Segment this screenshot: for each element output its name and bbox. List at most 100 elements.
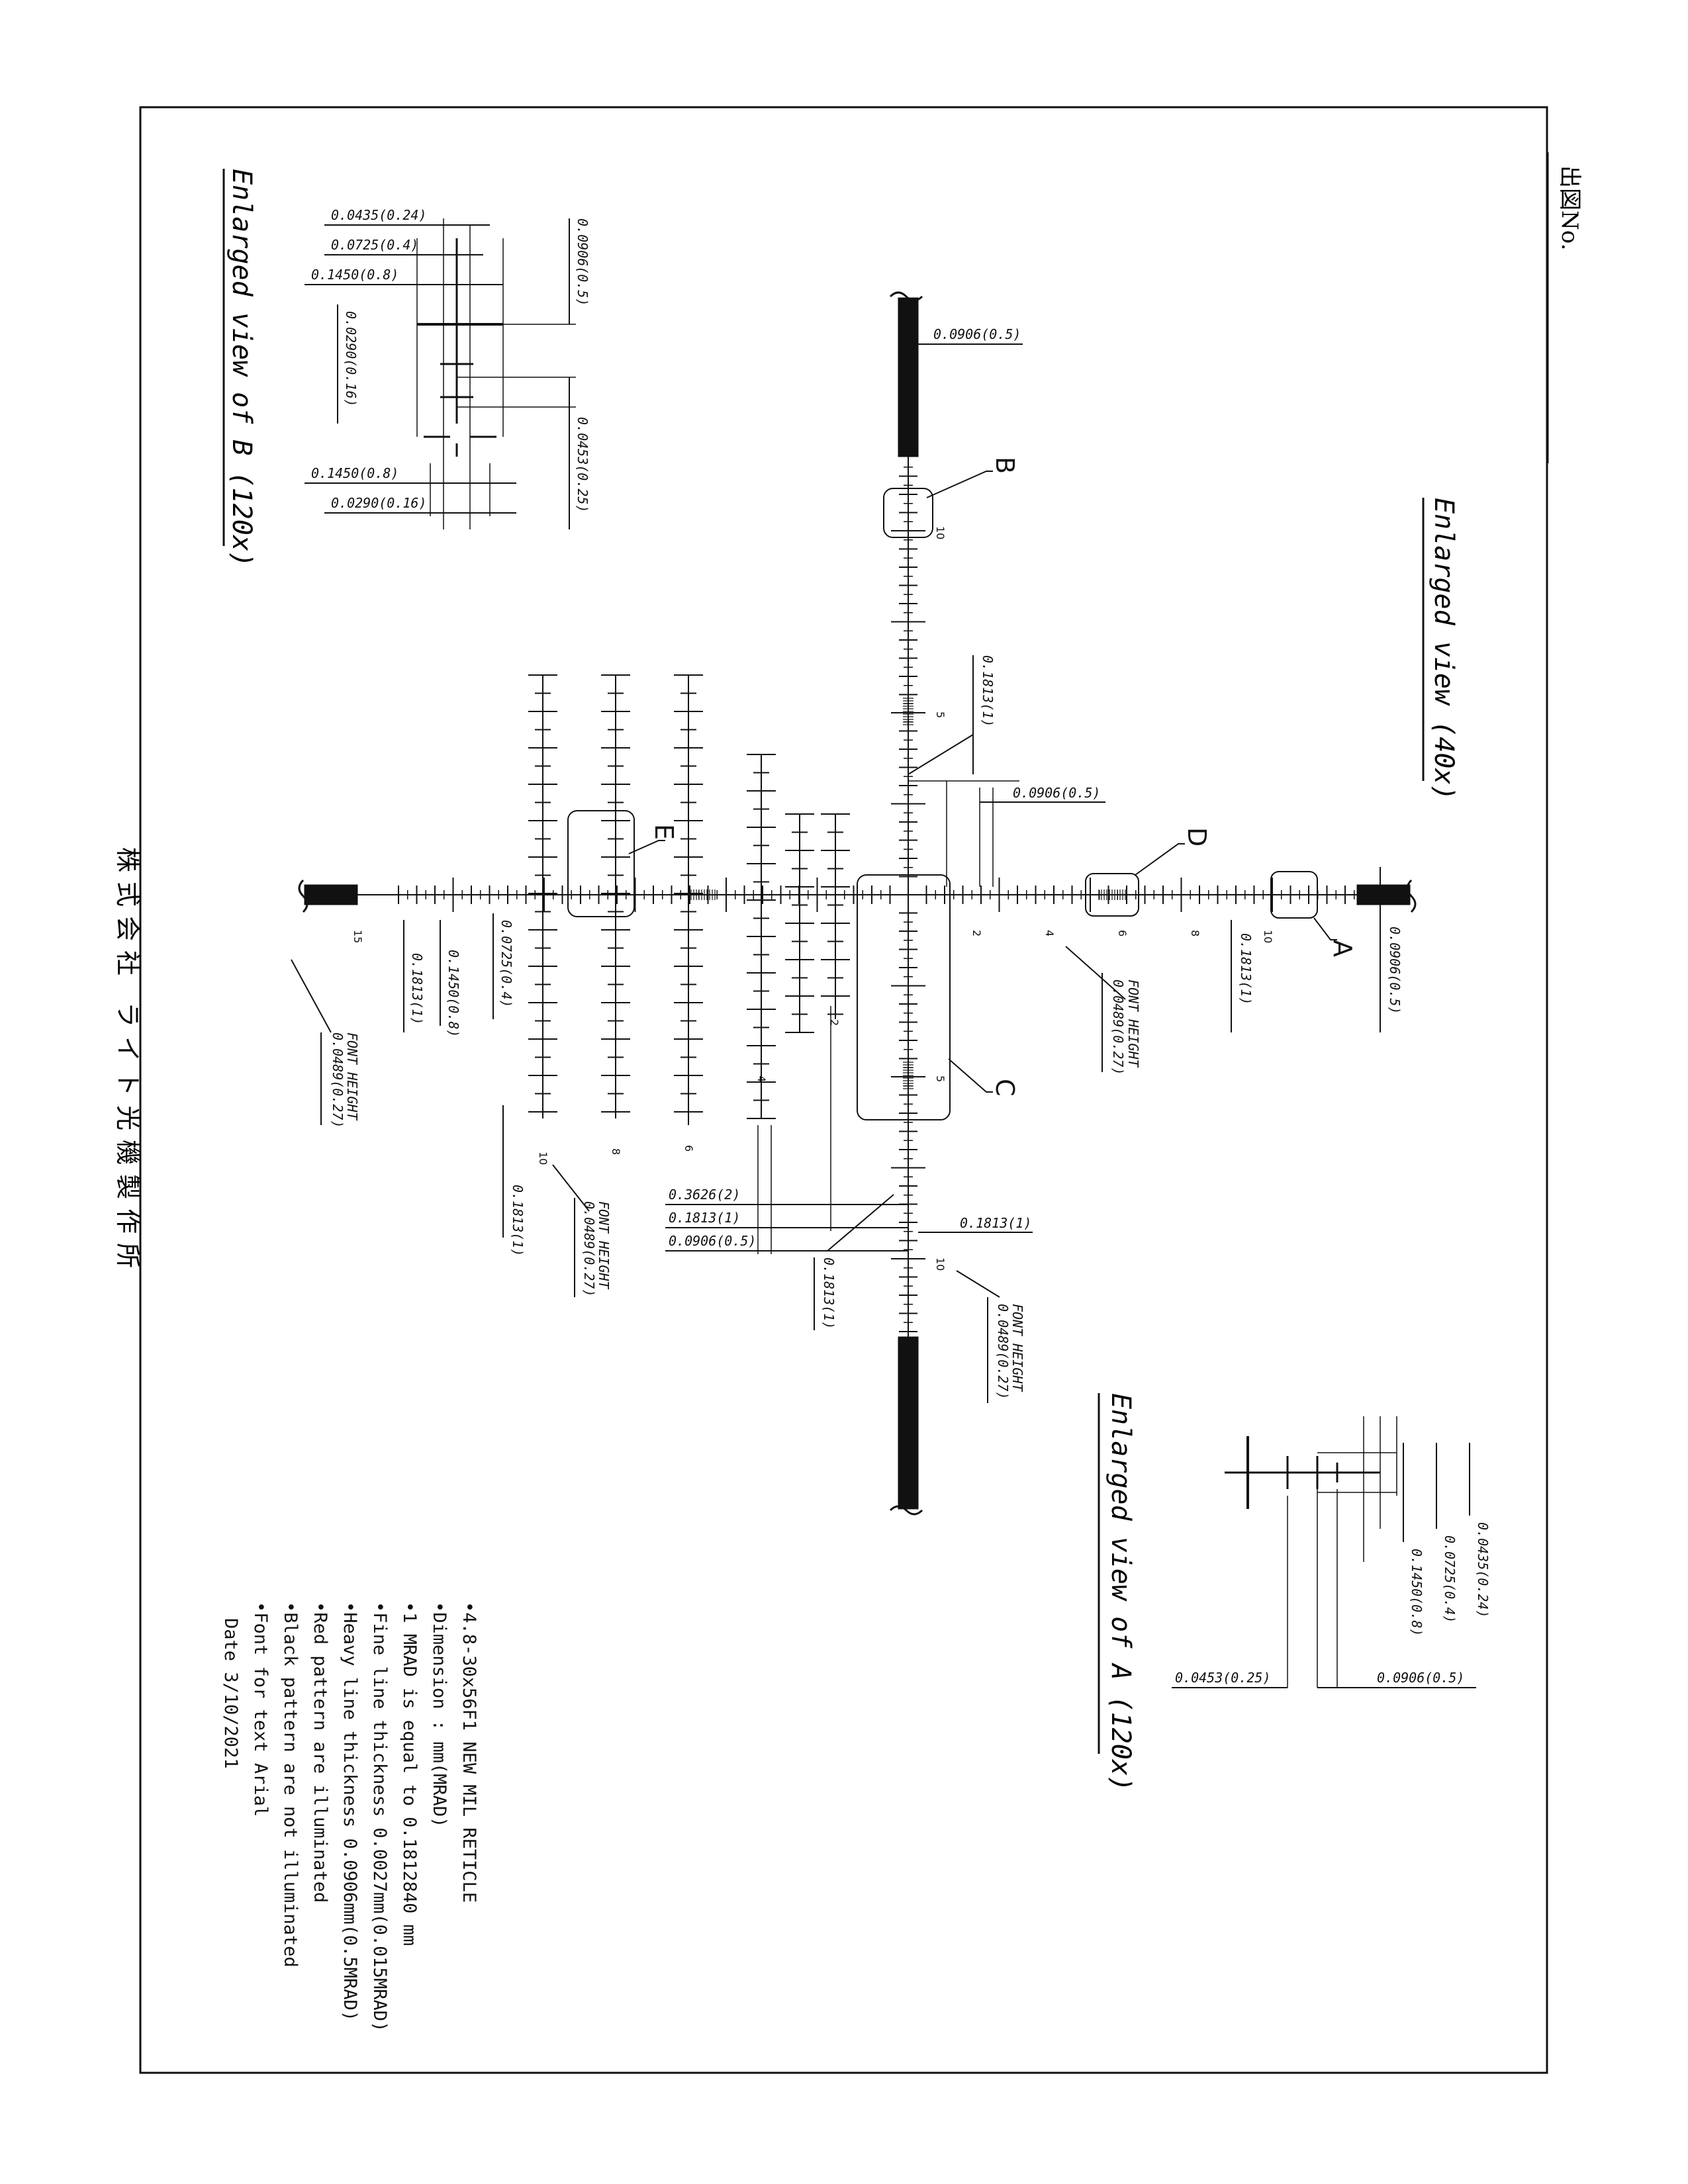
reticle-numbers: 10 5 5 10 2 4 6 8 10 15 2 4 6 8 10 <box>352 526 1274 1271</box>
dim-leader-1813-lower-v <box>827 1194 894 1251</box>
notes-block: •4.8-30x56F1 NEW MIL RETICLE •Dimension … <box>220 1602 479 2032</box>
heavy-post-left <box>304 884 358 905</box>
callout-box-b <box>883 488 933 538</box>
drawing-no-label: 出図No. <box>1556 165 1583 250</box>
num-lower-4: 4 <box>755 1075 768 1082</box>
view-a-detail <box>1172 1416 1476 1688</box>
break-mark-left <box>298 879 308 913</box>
heavy-post-bottom <box>898 1336 919 1510</box>
view-b-dim-f: 0.0290(0.16) <box>331 495 427 511</box>
callout-letter-a: A <box>1328 940 1357 957</box>
callout-box-d <box>1085 873 1139 917</box>
note-line-1: •4.8-30x56F1 NEW MIL RETICLE <box>459 1602 479 1903</box>
dim-lower-left-font-height-2: 0.0489(0.27) <box>581 1201 597 1297</box>
view-a-dim-d: 0.0906(0.5) <box>1377 1670 1464 1686</box>
view-b-dim-labels: 0.0435(0.24) 0.0725(0.4) 0.1450(0.8) 0.0… <box>311 207 590 513</box>
num-v-down-10: 10 <box>934 1257 947 1271</box>
callout-box-a <box>1270 871 1318 919</box>
note-line-9: Date 3/10/2021 <box>220 1618 241 1769</box>
dim-bottom-font-height-1: FONT HEIGHT <box>1009 1304 1025 1392</box>
dim-right-1813: 0.1813(1) <box>1238 933 1254 1005</box>
dim-left-0725: 0.0725(0.4) <box>498 920 514 1007</box>
title-main-view: Enlarged view (40x) <box>1429 498 1459 801</box>
num-v-up-5: 5 <box>934 711 947 718</box>
ticks-horizontal <box>398 878 1355 912</box>
title-view-b-group: Enlarged view of B (120x) <box>222 169 257 567</box>
ticks-vertical <box>891 467 925 1332</box>
view-b-dim-d: 0.0290(0.16) <box>343 311 359 407</box>
view-a-dim-b: 0.0725(0.4) <box>1442 1535 1458 1623</box>
view-b-dim-c: 0.1450(0.8) <box>311 267 399 283</box>
dim-bottom-1813: 0.1813(1) <box>960 1215 1031 1231</box>
leader-c <box>948 1058 993 1093</box>
dim-bottom-font-height-2: 0.0489(0.27) <box>995 1304 1011 1400</box>
num-h-right-6: 6 <box>1116 930 1129 936</box>
callout-box-e <box>567 810 635 917</box>
num-h-left-15: 15 <box>352 930 364 943</box>
dim-lower-v-1813: 0.1813(1) <box>821 1257 837 1329</box>
dim-lower-3626: 0.3626(2) <box>669 1187 740 1203</box>
view-b-dim-h: 0.0453(0.25) <box>575 417 590 513</box>
view-b-dim-a: 0.0435(0.24) <box>331 207 427 223</box>
view-b-dim-e: 0.1450(0.8) <box>311 465 399 481</box>
title-view-b: Enlarged view of B (120x) <box>226 169 257 567</box>
num-h-right-10: 10 <box>1262 930 1274 943</box>
dim-upper-0906: 0.0906(0.5) <box>1013 785 1100 801</box>
callout-letter-c: C <box>990 1079 1019 1097</box>
leader-b <box>926 471 993 498</box>
dim-lower-0906: 0.0906(0.5) <box>669 1233 756 1249</box>
note-line-6: •Red pattern are illuminated <box>310 1602 330 1903</box>
num-lower-6: 6 <box>682 1145 695 1152</box>
dim-leader-font-lower-left <box>552 1164 590 1212</box>
view-a-dim-c: 0.1450(0.8) <box>1409 1549 1425 1636</box>
dim-top-0906: 0.0906(0.5) <box>933 326 1021 342</box>
dim-leader-font-bottom <box>956 1270 1000 1298</box>
callout-box-c <box>857 874 951 1120</box>
dim-right-0906: 0.0906(0.5) <box>1387 927 1403 1014</box>
callout-letter-d: D <box>1182 827 1211 846</box>
num-lower-10: 10 <box>537 1152 549 1165</box>
heavy-post-right <box>1356 884 1411 905</box>
break-mark-right <box>1406 879 1417 913</box>
dim-leader-font-left <box>291 959 332 1033</box>
title-main-view-group: Enlarged view (40x) <box>1422 498 1459 801</box>
note-line-7: •Black pattern are not illuminated <box>280 1602 301 1968</box>
sheet-border <box>139 106 1548 2074</box>
num-h-right-8: 8 <box>1189 930 1201 936</box>
note-line-2: •Dimension : mm(MRAD) <box>429 1602 449 1827</box>
callout-letters: B A D C E <box>649 457 1357 1097</box>
num-lower-2: 2 <box>828 1019 841 1026</box>
view-b-dim-g: 0.0906(0.5) <box>575 218 590 306</box>
view-a-dim-a: 0.0435(0.24) <box>1475 1522 1491 1618</box>
dim-left-1813: 0.1813(1) <box>409 953 425 1024</box>
note-line-5: •Heavy line thickness 0.0906mm(0.5MRAD) <box>340 1602 360 2021</box>
dim-lower-left-1813: 0.1813(1) <box>510 1185 526 1256</box>
dim-left-font-height-2: 0.0489(0.27) <box>330 1032 346 1128</box>
leader-a <box>1313 917 1337 940</box>
heavy-post-top <box>898 297 919 457</box>
view-a-dim-labels: 0.0435(0.24) 0.0725(0.4) 0.1450(0.8) 0.0… <box>1175 1522 1491 1686</box>
note-line-8: •Font for text Arial <box>250 1602 271 1817</box>
view-a-dim-e: 0.0453(0.25) <box>1175 1670 1271 1686</box>
leader-e <box>628 840 665 854</box>
leader-d <box>1135 843 1185 876</box>
dim-lower-left-font-height-1: FONT HEIGHT <box>596 1201 612 1290</box>
reticle-main <box>298 291 1417 1516</box>
dim-leader-font-right <box>1065 946 1126 1000</box>
title-view-a-group: Enlarged view of A (120x) <box>1098 1393 1136 1792</box>
break-mark-top <box>889 291 923 302</box>
callout-letter-e: E <box>649 824 679 840</box>
main-dimensions: 0.0906(0.5) 0.1813(1) 0.0906(0.5) 0.0906… <box>291 326 1403 1403</box>
num-h-right-4: 4 <box>1043 930 1056 936</box>
view-b-detail <box>305 218 576 529</box>
callout-letter-b: B <box>990 457 1019 474</box>
note-line-4: •Fine line thickness 0.0027mm(0.015MRAD) <box>369 1602 390 2032</box>
view-b-dim-b: 0.0725(0.4) <box>331 237 418 253</box>
num-v-down-5: 5 <box>934 1075 947 1082</box>
num-v-up-10: 10 <box>934 526 947 539</box>
dim-upper-1813: 0.1813(1) <box>980 655 996 727</box>
dim-leader-1813-upper <box>908 734 974 775</box>
note-line-3: •1 MRAD is equal to 0.1812840 mm <box>399 1602 420 1946</box>
dim-left-font-height-1: FONT HEIGHT <box>344 1032 360 1121</box>
num-lower-8: 8 <box>610 1148 622 1155</box>
